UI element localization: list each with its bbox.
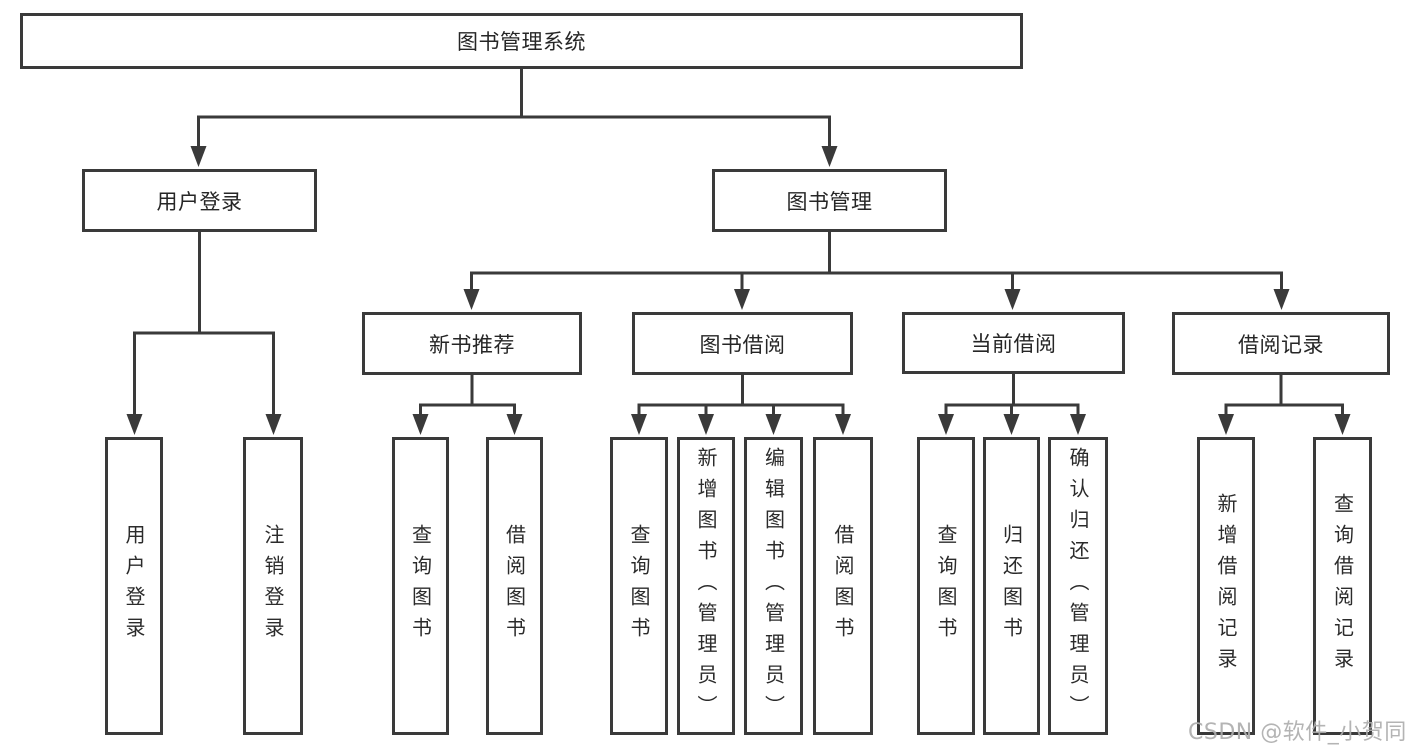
node-new-book-recommendation: 新书推荐: [362, 312, 582, 375]
leaf-return-books-label: 归还图书: [999, 524, 1024, 648]
leaf-user-login: 用户登录: [105, 437, 163, 735]
node-borrowing-records: 借阅记录: [1172, 312, 1390, 375]
leaf-query-books-recommend-label: 查询图书: [408, 524, 433, 648]
leaf-borrow-books-recommend-label: 借阅图书: [502, 524, 527, 648]
leaf-add-books-admin-label: 新增图书（管理员）: [694, 446, 718, 726]
leaf-edit-books-admin-label: 编辑图书（管理员）: [761, 446, 786, 726]
leaf-confirm-return-admin-label: 确认归还（管理员）: [1066, 446, 1090, 726]
leaf-add-books-admin: 新增图书（管理员）: [677, 437, 735, 735]
node-library-management-system: 图书管理系统: [20, 13, 1023, 69]
node-current-borrowing: 当前借阅: [902, 312, 1125, 374]
leaf-borrow-books: 借阅图书: [813, 437, 873, 735]
leaf-confirm-return-admin: 确认归还（管理员）: [1048, 437, 1108, 735]
leaf-query-borrow-record-label: 查询借阅记录: [1330, 493, 1355, 679]
leaf-add-borrow-record-label: 新增借阅记录: [1214, 493, 1238, 679]
leaf-return-books: 归还图书: [983, 437, 1040, 735]
leaf-add-borrow-record: 新增借阅记录: [1197, 437, 1255, 735]
node-book-borrowing: 图书借阅: [632, 312, 853, 375]
leaf-query-books-recommend: 查询图书: [392, 437, 449, 735]
leaf-edit-books-admin: 编辑图书（管理员）: [744, 437, 803, 735]
leaf-query-borrow-record: 查询借阅记录: [1313, 437, 1372, 735]
leaf-query-books-current: 查询图书: [917, 437, 975, 735]
leaf-query-books-current-label: 查询图书: [934, 524, 958, 648]
leaf-logout-label: 注销登录: [261, 524, 285, 648]
node-book-management: 图书管理: [712, 169, 947, 232]
csdn-watermark: CSDN @软件_小贺同学: [1188, 720, 1405, 745]
leaf-borrow-books-recommend: 借阅图书: [486, 437, 543, 735]
leaf-borrow-books-label: 借阅图书: [831, 524, 855, 648]
leaf-logout: 注销登录: [243, 437, 303, 735]
leaf-query-books-borrowing: 查询图书: [610, 437, 668, 735]
leaf-user-login-label: 用户登录: [122, 524, 146, 648]
node-user-login: 用户登录: [82, 169, 317, 232]
leaf-query-books-borrowing-label: 查询图书: [627, 524, 651, 648]
